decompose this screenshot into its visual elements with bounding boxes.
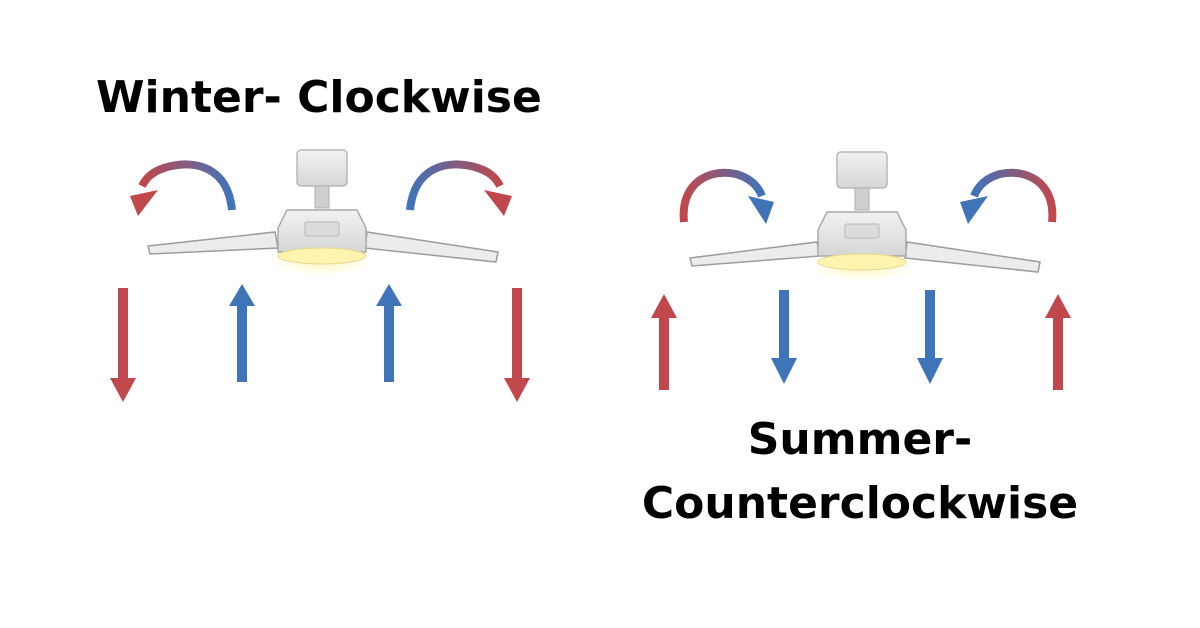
winter-label: Winter- Clockwise <box>96 72 542 123</box>
straight-arrow-icon <box>229 284 255 382</box>
straight-arrow-icon <box>504 288 530 402</box>
ceiling-fan-icon <box>147 149 499 276</box>
straight-arrow-icon <box>1045 294 1071 390</box>
summer-label: Summer- Counterclockwise <box>600 408 1120 536</box>
straight-arrow-icon <box>917 290 943 384</box>
summer-label-line1: Summer- <box>747 414 973 465</box>
winter-fan-diagram <box>110 149 530 402</box>
summer-label-line2: Counterclockwise <box>641 478 1079 529</box>
curved-arrow-icon <box>679 168 774 224</box>
straight-arrow-icon <box>651 294 677 390</box>
curved-arrow-icon <box>406 160 512 216</box>
straight-arrow-icon <box>376 284 402 382</box>
summer-fan-diagram <box>651 151 1071 390</box>
curved-arrow-icon <box>130 160 236 216</box>
ceiling-fan-icon <box>689 151 1041 282</box>
curved-arrow-icon <box>960 168 1057 224</box>
straight-arrow-icon <box>110 288 136 402</box>
straight-arrow-icon <box>771 290 797 384</box>
